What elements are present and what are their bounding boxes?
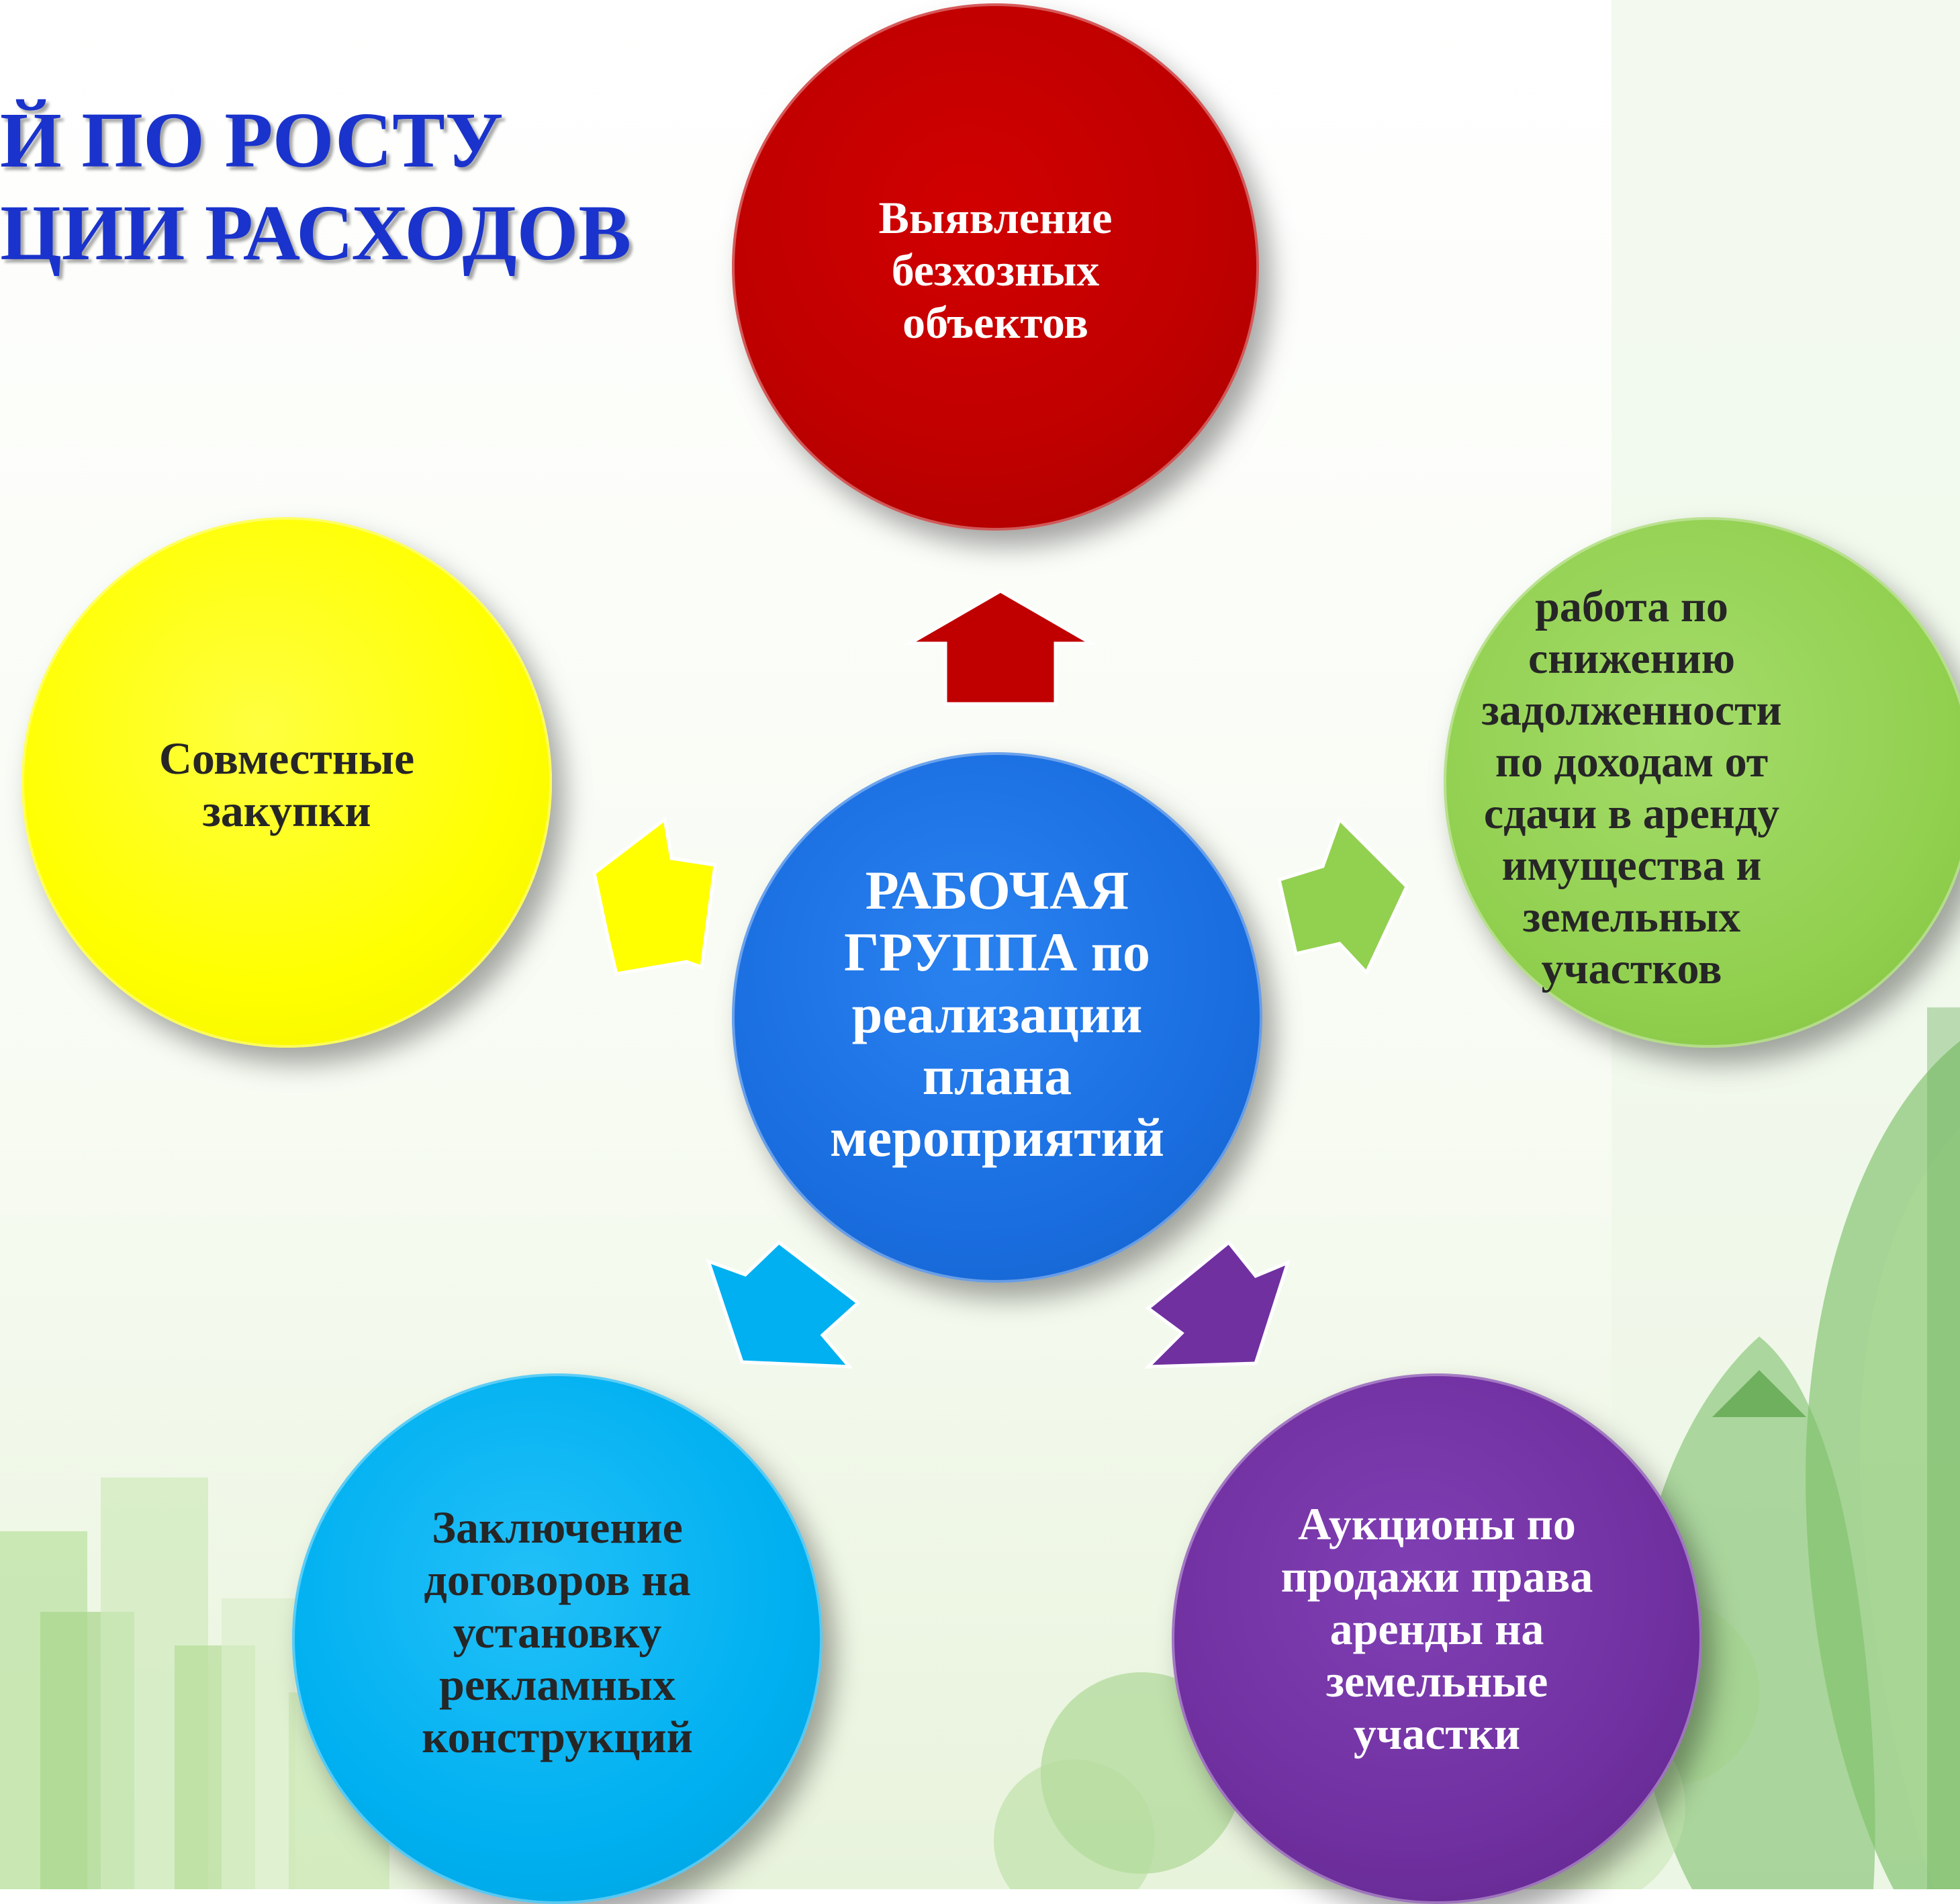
node-right-line: по доходам от [1495,737,1769,786]
node-top-label: Выявление безхозных объектов [732,191,1259,349]
node-center-line: мероприятий [829,1107,1165,1168]
node-right-label: работа по снижению задолженности по дохо… [1444,581,1820,995]
node-right-line: земельных [1522,893,1741,942]
node-center-line: реализации [851,983,1143,1044]
node-center-line: плана [922,1045,1072,1106]
node-top-line: Выявление [878,192,1113,243]
node-bottom-right: Аукционы по продажи права аренды на земе… [1172,1373,1702,1904]
node-bottom-left: Заключение договоров на установку реклам… [292,1373,823,1904]
node-bottom-left-line: установку [453,1606,662,1658]
node-bottom-left-line: договоров на [424,1554,691,1605]
slide-title-line-1: Й ПО РОСТУ [0,96,504,184]
node-right-line: участков [1541,944,1722,993]
node-center-line: РАБОЧАЯ [865,860,1129,921]
node-center-line: ГРУППА по [844,921,1150,983]
node-top-line: объектов [902,297,1088,348]
node-top: Выявление безхозных объектов [732,3,1259,531]
node-bottom-right-line: аренды на [1329,1603,1544,1654]
node-bottom-right-label: Аукционы по продажи права аренды на земе… [1172,1498,1702,1760]
slide-title: Й ПО РОСТУ ЦИИ РАСХОДОВ [0,94,631,279]
node-left-line: закупки [202,785,371,836]
node-bottom-left-line: рекламных [439,1659,675,1710]
node-right: работа по снижению задолженности по дохо… [1444,517,1960,1048]
node-right-line: задолженности [1481,686,1782,735]
node-bottom-left-line: Заключение [432,1502,683,1553]
node-left-label: Совместные закупки [21,732,552,837]
node-center-label: РАБОЧАЯ ГРУППА по реализации плана мероп… [732,860,1262,1169]
node-right-line: сдачи в аренду [1483,789,1780,838]
node-bottom-left-label: Заключение договоров на установку реклам… [292,1501,823,1763]
node-bottom-right-line: участки [1353,1708,1521,1759]
node-bottom-right-line: продажи права [1280,1551,1593,1602]
node-top-line: безхозных [891,244,1100,296]
slide-title-line-2: ЦИИ РАСХОДОВ [0,189,632,277]
node-bottom-right-line: земельные [1325,1656,1548,1707]
node-bottom-left-line: конструкций [422,1711,693,1762]
node-right-line: снижению [1528,634,1736,683]
node-left-line: Совместные [158,733,415,784]
node-center: РАБОЧАЯ ГРУППА по реализации плана мероп… [732,752,1262,1283]
node-right-line: работа по [1535,582,1728,631]
node-right-line: имущества и [1501,841,1762,890]
node-left: Совместные закупки [21,517,552,1048]
node-bottom-right-line: Аукционы по [1298,1498,1576,1549]
